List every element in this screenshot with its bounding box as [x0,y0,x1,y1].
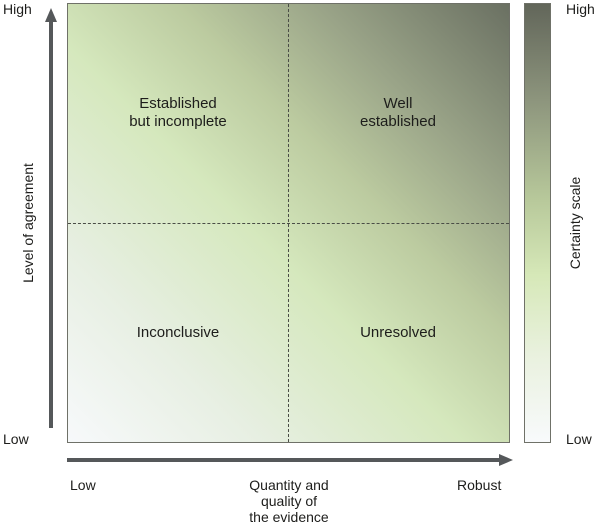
x-axis-title-line: the evidence [249,509,329,525]
y-axis-high-label: High [3,1,32,17]
quadrant-label-line: established [360,113,436,130]
x-axis-title: Quantity and quality of the evidence [233,477,345,525]
x-axis-title-line: Quantity and [249,477,329,493]
certainty-scale-bar [524,3,551,443]
quadrant-established-but-incomplete: Established but incomplete [98,95,258,131]
x-axis-high-label: Robust [457,477,502,493]
quadrant-label-line: Established [139,95,217,112]
certainty-scale-title: Certainty scale [567,176,583,270]
quadrant-well-established: Well established [318,95,478,131]
quadrant-label-line: Well [383,95,413,112]
quadrant-label-line: Unresolved [360,324,436,341]
certainty-scale-low-label: Low [566,431,592,447]
certainty-scale-high-label: High [566,1,595,17]
y-axis-title: Level of agreement [20,163,36,283]
x-axis-title-line: quality of [260,493,318,509]
y-axis-arrow-icon [45,8,57,428]
x-axis-arrow-icon [67,454,513,466]
quadrant-label-line: but incomplete [129,113,227,130]
x-axis-low-label: Low [70,477,96,493]
y-axis-low-label: Low [3,431,29,447]
quadrant-unresolved: Unresolved [318,324,478,342]
horizontal-quadrant-divider [68,223,509,224]
quadrant-inconclusive: Inconclusive [98,324,258,342]
quadrant-label-line: Inconclusive [136,324,220,341]
